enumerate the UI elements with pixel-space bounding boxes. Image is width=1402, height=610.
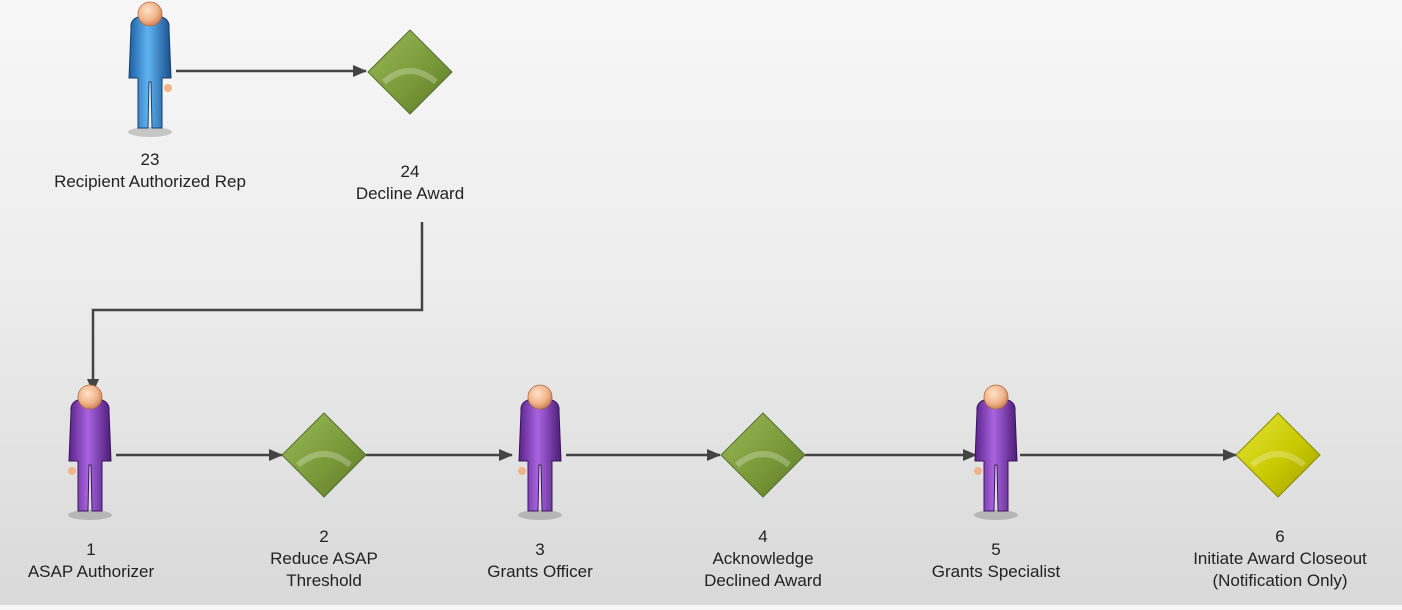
node-label-3: 3 Grants Officer [450,539,630,583]
node-number: 6 [1275,527,1285,546]
node-number: 23 [140,150,160,169]
node-name: Grants Officer [487,562,593,581]
node-name: Grants Specialist [931,562,1061,581]
decision-icon-acknowledge-declined-award[interactable] [720,412,806,498]
node-name: Reduce ASAP Threshold [270,549,378,590]
decision-icon-initiate-award-closeout[interactable] [1235,412,1321,498]
node-number: 2 [319,527,329,546]
node-name: ASAP Authorizer [27,562,155,581]
actor-icon-recipient-authorized-rep[interactable] [128,1,172,137]
node-label-1: 1 ASAP Authorizer [0,539,182,583]
node-name: Recipient Authorized Rep [54,172,246,191]
node-label-5: 5 Grants Specialist [896,539,1096,583]
node-name: Initiate Award Closeout (Notification On… [1193,549,1367,590]
connectors [87,65,1237,461]
actor-icon-grants-specialist[interactable] [974,384,1018,520]
actor-icon-asap-authorizer[interactable] [68,384,112,520]
node-label-2: 2 Reduce ASAP Threshold [244,526,404,592]
node-name: Decline Award [355,184,465,203]
node-number: 24 [400,162,420,181]
node-label-6: 6 Initiate Award Closeout (Notification … [1158,526,1402,592]
node-label-23: 23 Recipient Authorized Rep [0,149,300,193]
node-number: 1 [86,540,96,559]
node-number: 4 [758,527,768,546]
edge-24-to-1 [87,222,424,393]
decision-icon-decline-award[interactable] [367,29,453,115]
node-label-24: 24 Decline Award [310,161,510,205]
node-name: Acknowledge Declined Award [704,549,822,590]
decision-icon-reduce-asap-threshold[interactable] [281,412,367,498]
node-number: 3 [535,540,545,559]
actor-icon-grants-officer[interactable] [518,384,562,520]
node-number: 5 [991,540,1001,559]
node-label-4: 4 Acknowledge Declined Award [673,526,853,592]
